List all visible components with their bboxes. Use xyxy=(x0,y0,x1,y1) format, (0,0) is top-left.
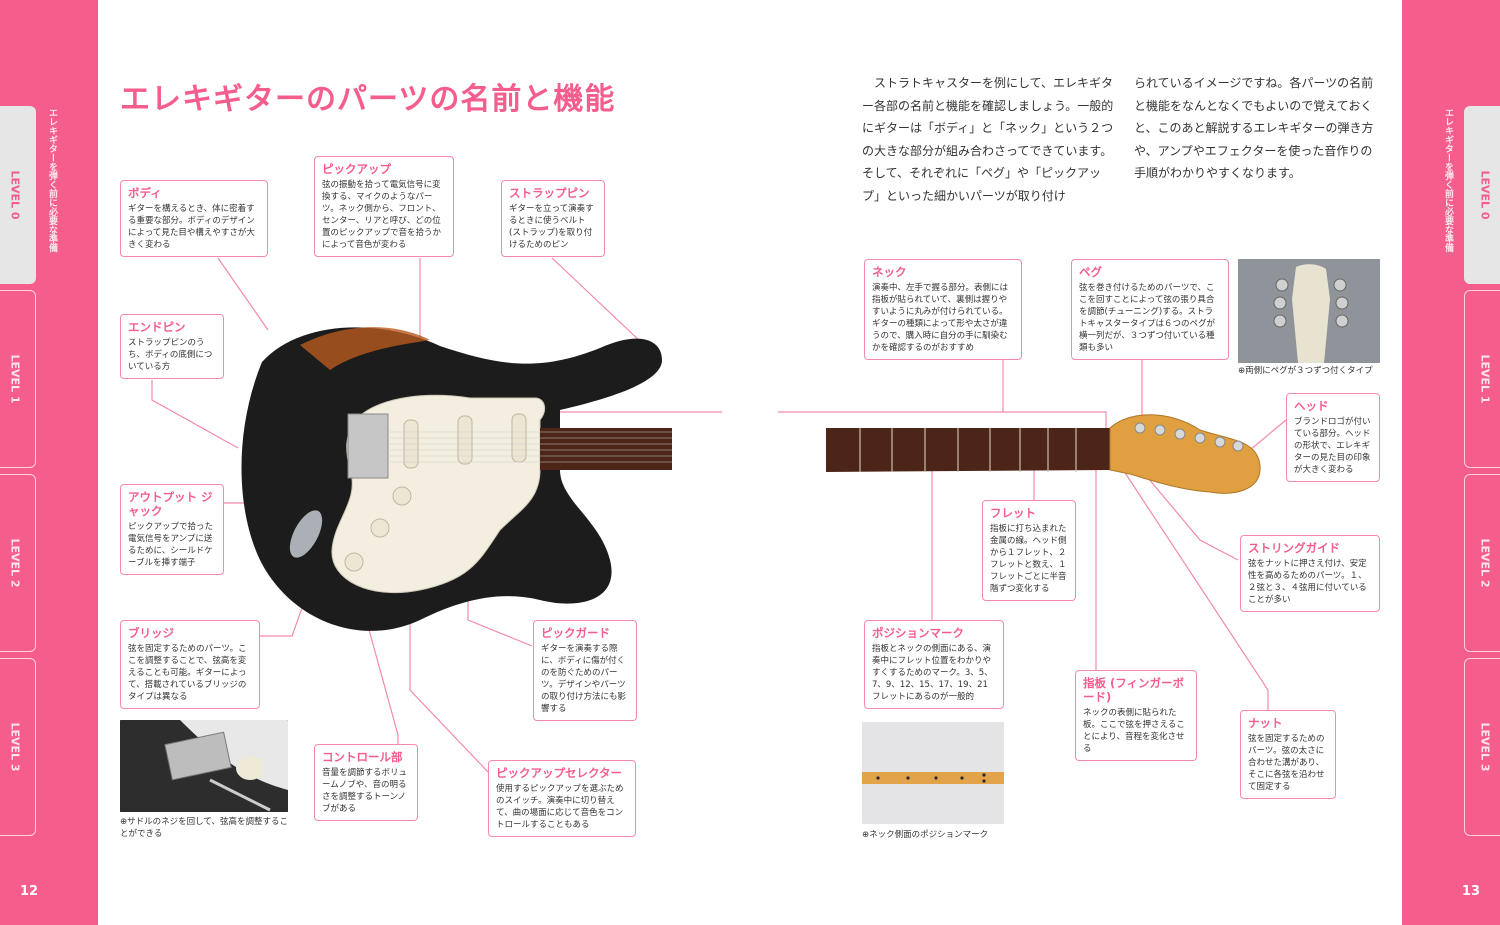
left-sidebar: エレキギターを弾く前に必要な準備 LEVEL 0 LEVEL 1 LEVEL 2… xyxy=(0,0,98,925)
intro-text-col1: ストラトキャスターを例にして、エレキギター各部の名前と機能を確認しましょう。一般… xyxy=(862,76,1114,203)
callout-string-guide-text: 弦をナットに押さえ付け、安定性を高めるためのパーツ。１、２弦と３、４弦用に付いて… xyxy=(1248,559,1367,605)
callout-output-jack-text: ピックアップで拾った電気信号をアンプに送るために、シールドケーブルを挿す端子 xyxy=(128,522,214,568)
callout-string-guide-title: ストリングガイド xyxy=(1248,541,1340,555)
intro-text-col2: られているイメージですね。各パーツの名前と機能をなんとなくでもよいので覚えておく… xyxy=(1134,76,1374,180)
tab-level-3-left[interactable]: LEVEL 3 xyxy=(0,658,36,836)
callout-bridge-title: ブリッジ xyxy=(128,626,174,640)
callout-head-title: ヘッド xyxy=(1294,399,1329,413)
bridge-photo xyxy=(120,720,288,812)
bridge-photo-caption: ⊕サドルのネジを回して、弦高を調整することができる xyxy=(120,817,288,839)
callout-head-text: ブランドロゴが付いている部分。ヘッドの形状で、エレキギターの見た目の印象が大きく… xyxy=(1294,417,1371,475)
callout-nut-text: 弦を固定するためのパーツ。弦の太さに合わせた溝があり、そこに各弦を沿わせて固定す… xyxy=(1248,734,1325,792)
page-title: エレキギターのパーツの名前と機能 xyxy=(120,82,616,117)
callout-pickguard: ピックガード ギターを演奏する際に、ボディに傷が付くのを防ぐためのパーツ。デザイ… xyxy=(533,620,637,721)
callout-output-jack: アウトプット ジャック ピックアップで拾った電気信号をアンプに送るために、シール… xyxy=(120,484,224,575)
callout-pickup-selector-text: 使用するピックアップを選ぶためのスイッチ。演奏中に切り替えて、曲の場面に応じて音… xyxy=(496,784,624,830)
neck-side-photo-caption: ⊕ネック側面のポジションマーク xyxy=(862,830,989,840)
callout-bridge: ブリッジ 弦を固定するためのパーツ。ここを調整することで、弦高を変えることも可能… xyxy=(120,620,260,709)
chapter-label-left: エレキギターを弾く前に必要な準備 xyxy=(47,108,57,252)
callout-body-text: ギターを構えるとき、体に密着する重要な部分。ボディのデザインによって見た目や構え… xyxy=(128,204,255,250)
tab-level-0-right[interactable]: LEVEL 0 xyxy=(1464,106,1500,284)
callout-bridge-text: 弦を固定するためのパーツ。ここを調整することで、弦高を変えることも可能。ギターに… xyxy=(128,644,247,702)
callout-pickguard-title: ピックガード xyxy=(541,626,610,640)
tab-level-1-left[interactable]: LEVEL 1 xyxy=(0,290,36,468)
callout-neck: ネック 演奏中、左手で握る部分。表側には指板が貼られていて、裏側は握りやすいよう… xyxy=(864,259,1022,360)
callout-fret-text: 指板に打ち込まれた金属の線。ヘッド側から１フレット、２フレットと数え、１フレット… xyxy=(990,524,1067,594)
callout-head: ヘッド ブランドロゴが付いている部分。ヘッドの形状で、エレキギターの見た目の印象… xyxy=(1286,393,1380,482)
callout-position-mark-title: ポジションマーク xyxy=(872,626,964,640)
callout-body: ボディ ギターを構えるとき、体に密着する重要な部分。ボディのデザインによって見た… xyxy=(120,180,268,257)
page-number-right: 13 xyxy=(1461,884,1480,899)
callout-control-title: コントロール部 xyxy=(322,750,403,764)
callout-position-mark-text: 指板とネックの側面にある、演奏中にフレット位置をわかりやすくするためのマーク。3… xyxy=(872,644,993,702)
callout-strap-pin: ストラップピン ギターを立って演奏するときに使うベルト(ストラップ)を取り付ける… xyxy=(501,180,605,257)
callout-string-guide: ストリングガイド 弦をナットに押さえ付け、安定性を高めるためのパーツ。１、２弦と… xyxy=(1240,535,1380,612)
callout-fingerboard: 指板 (フィンガーボード) ネックの表側に貼られた板。ここで弦を押さえることによ… xyxy=(1075,670,1197,761)
callout-output-jack-title: アウトプット ジャック xyxy=(128,490,213,518)
guitar-neck xyxy=(826,414,1261,494)
neck-side-photo xyxy=(862,722,1004,824)
head-photo-image xyxy=(1238,259,1380,363)
callout-control: コントロール部 音量を調節するボリュームノブや、音の明るさを調整するトーンノブが… xyxy=(314,744,418,821)
tab-level-1-right[interactable]: LEVEL 1 xyxy=(1464,290,1500,468)
bridge-photo-image xyxy=(120,720,288,812)
page-number-left: 12 xyxy=(20,884,39,899)
callout-peg: ペグ 弦を巻き付けるためのパーツで、ここを回すことによって弦の張り具合を調節(チ… xyxy=(1071,259,1229,360)
callout-pickup-selector: ピックアップセレクター 使用するピックアップを選ぶためのスイッチ。演奏中に切り替… xyxy=(488,760,636,837)
callout-neck-text: 演奏中、左手で握る部分。表側には指板が貼られていて、裏側は握りやすいように丸みが… xyxy=(872,283,1009,353)
callout-pickup-title: ピックアップ xyxy=(322,162,391,176)
tab-level-0-left[interactable]: LEVEL 0 xyxy=(0,106,36,284)
tab-level-2-right[interactable]: LEVEL 2 xyxy=(1464,474,1500,652)
callout-end-pin-text: ストラップピンのうち、ボディの底側についている方 xyxy=(128,338,213,372)
head-photo xyxy=(1238,259,1380,363)
info-icon: ⊕ xyxy=(862,830,870,840)
callout-end-pin-title: エンドピン xyxy=(128,320,186,334)
callout-peg-text: 弦を巻き付けるためのパーツで、ここを回すことによって弦の張り具合を調節(チューニ… xyxy=(1079,283,1216,353)
callout-end-pin: エンドピン ストラップピンのうち、ボディの底側についている方 xyxy=(120,314,224,379)
tab-level-2-left[interactable]: LEVEL 2 xyxy=(0,474,36,652)
callout-pickup-text: 弦の振動を拾って電気信号に変換する、マイクのようなパーツ。ネック側から、フロント… xyxy=(322,180,442,250)
guitar-body xyxy=(241,327,672,631)
callout-fret-title: フレット xyxy=(990,506,1036,520)
info-icon: ⊕ xyxy=(120,817,128,827)
right-sidebar: エレキギターを弾く前に必要な準備 LEVEL 0 LEVEL 1 LEVEL 2… xyxy=(1402,0,1500,925)
callout-body-title: ボディ xyxy=(128,186,162,200)
neck-side-photo-image xyxy=(862,722,1004,824)
callout-nut-title: ナット xyxy=(1248,716,1283,730)
callout-fret: フレット 指板に打ち込まれた金属の線。ヘッド側から１フレット、２フレットと数え、… xyxy=(982,500,1076,601)
callout-fingerboard-text: ネックの表側に貼られた板。ここで弦を押さえることにより、音程を変化させる xyxy=(1083,708,1185,754)
callout-pickguard-text: ギターを演奏する際に、ボディに傷が付くのを防ぐためのパーツ。デザインやパーツの取… xyxy=(541,644,627,714)
chapter-label-right: エレキギターを弾く前に必要な準備 xyxy=(1443,108,1453,252)
callout-peg-title: ペグ xyxy=(1079,265,1102,279)
head-photo-caption: ⊕両側にペグが３つずつ付くタイプ xyxy=(1238,366,1373,376)
callout-pickup-selector-title: ピックアップセレクター xyxy=(496,766,623,780)
callout-position-mark: ポジションマーク 指板とネックの側面にある、演奏中にフレット位置をわかりやすくす… xyxy=(864,620,1004,709)
callout-fingerboard-title: 指板 (フィンガーボード) xyxy=(1083,676,1185,704)
callout-pickup: ピックアップ 弦の振動を拾って電気信号に変換する、マイクのようなパーツ。ネック側… xyxy=(314,156,454,257)
callout-strap-pin-text: ギターを立って演奏するときに使うベルト(ストラップ)を取り付けるためのピン xyxy=(509,204,594,250)
callout-nut: ナット 弦を固定するためのパーツ。弦の太さに合わせた溝があり、そこに各弦を沿わせ… xyxy=(1240,710,1336,799)
callout-strap-pin-title: ストラップピン xyxy=(509,186,590,200)
callout-control-text: 音量を調節するボリュームノブや、音の明るさを調整するトーンノブがある xyxy=(322,768,408,814)
callout-neck-title: ネック xyxy=(872,265,907,279)
info-icon: ⊕ xyxy=(1238,366,1246,376)
tab-level-3-right[interactable]: LEVEL 3 xyxy=(1464,658,1500,836)
